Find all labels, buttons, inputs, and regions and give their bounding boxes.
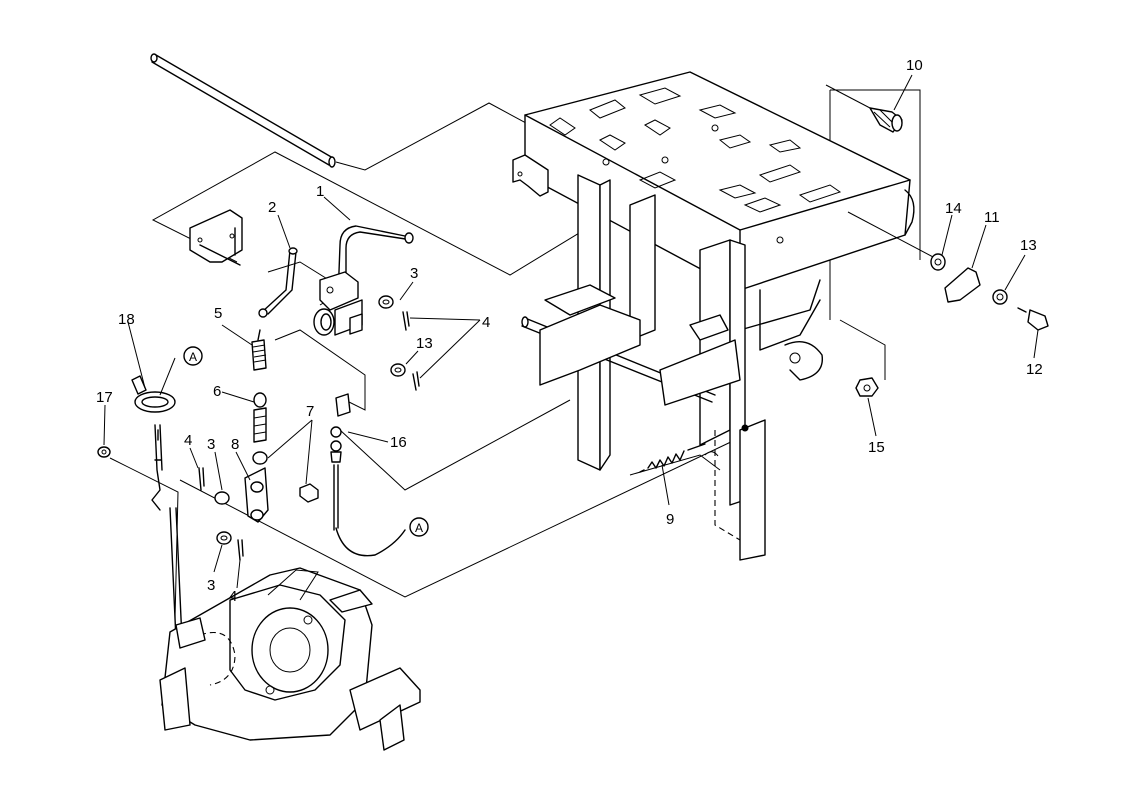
callout-13b: 13 — [1020, 237, 1037, 254]
lever-handle — [313, 225, 414, 336]
callout-5: 5 — [214, 305, 222, 322]
callout-14: 14 — [945, 200, 962, 217]
bracket-8 — [198, 467, 319, 523]
connector-a-bottom: A — [409, 517, 429, 537]
callout-13a: 13 — [416, 335, 433, 352]
callout-18: 18 — [118, 311, 135, 328]
rod-2 — [258, 247, 298, 318]
callout-numbers: 1 2 3 4 5 13 18 6 7 16 17 4 3 8 3 4 9 10… — [96, 57, 1043, 605]
callout-17: 17 — [96, 389, 113, 406]
connector-a-bottom-letter: A — [415, 521, 423, 535]
spring-9 — [639, 443, 719, 473]
callout-3c: 3 — [207, 577, 215, 594]
cap-10 — [825, 84, 903, 133]
long-rod — [150, 53, 336, 168]
callout-16: 16 — [390, 434, 407, 451]
transmission — [159, 567, 421, 751]
callout-12: 12 — [1026, 361, 1043, 378]
seat-bracket — [512, 154, 549, 197]
callout-4b: 4 — [184, 432, 192, 449]
washer-pin-upper — [378, 295, 420, 391]
callout-8: 8 — [231, 436, 239, 453]
clip-17 — [97, 446, 111, 458]
connector-a-top-letter: A — [189, 350, 197, 364]
spring-5 — [251, 329, 267, 371]
callout-3b: 3 — [207, 436, 215, 453]
callout-1: 1 — [316, 183, 324, 200]
turnbuckle-6 — [252, 392, 268, 465]
callout-10: 10 — [906, 57, 923, 74]
washer-pin-lower — [216, 531, 244, 561]
leader-lines — [103, 74, 1039, 589]
callout-9: 9 — [666, 511, 674, 528]
cable-16 — [330, 393, 406, 557]
callout-3a: 3 — [410, 265, 418, 282]
right-hardware — [847, 211, 1049, 397]
callout-11: 11 — [984, 209, 1000, 226]
cross-axle — [521, 284, 824, 432]
callout-2: 2 — [268, 199, 276, 216]
callout-15: 15 — [868, 439, 885, 456]
clamp-18 — [109, 375, 183, 641]
callout-6: 6 — [213, 383, 221, 400]
pivot-bracket — [189, 209, 243, 266]
connector-a-top: A — [183, 346, 203, 366]
callout-4a: 4 — [482, 314, 490, 331]
callout-7: 7 — [306, 403, 314, 420]
callout-4c: 4 — [229, 588, 237, 605]
